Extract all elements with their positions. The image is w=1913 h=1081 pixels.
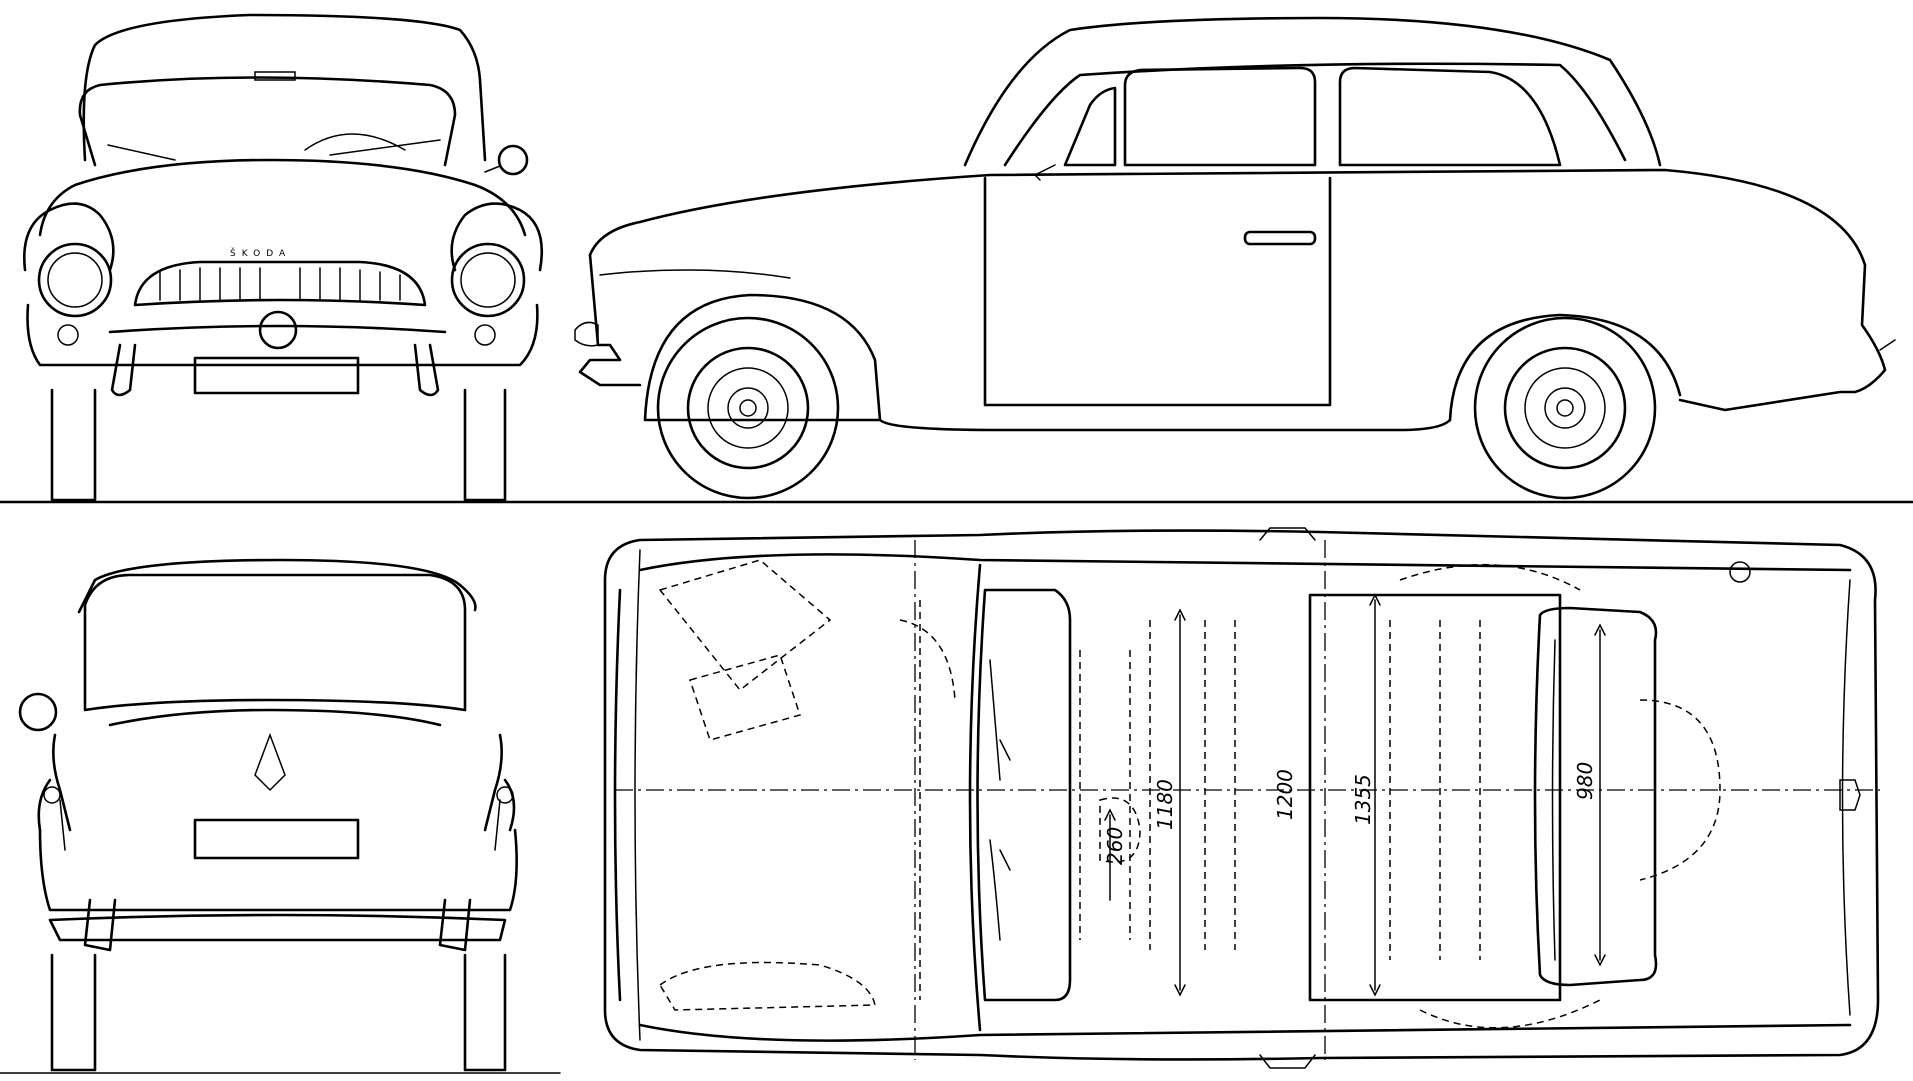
dimension-1180: 1180 [1153,779,1177,830]
dimension-980: 980 [1573,762,1597,800]
top-view: 1180 1200 1355 980 260 [603,527,1880,1069]
side-view [574,16,1896,500]
rear-view [18,558,518,1072]
dimension-1200: 1200 [1273,769,1297,820]
front-badge: ŠKODA [230,247,291,259]
dimension-1355: 1355 [1351,774,1375,825]
front-view: ŠKODA [23,13,544,502]
dimension-260: 260 [1103,827,1127,865]
